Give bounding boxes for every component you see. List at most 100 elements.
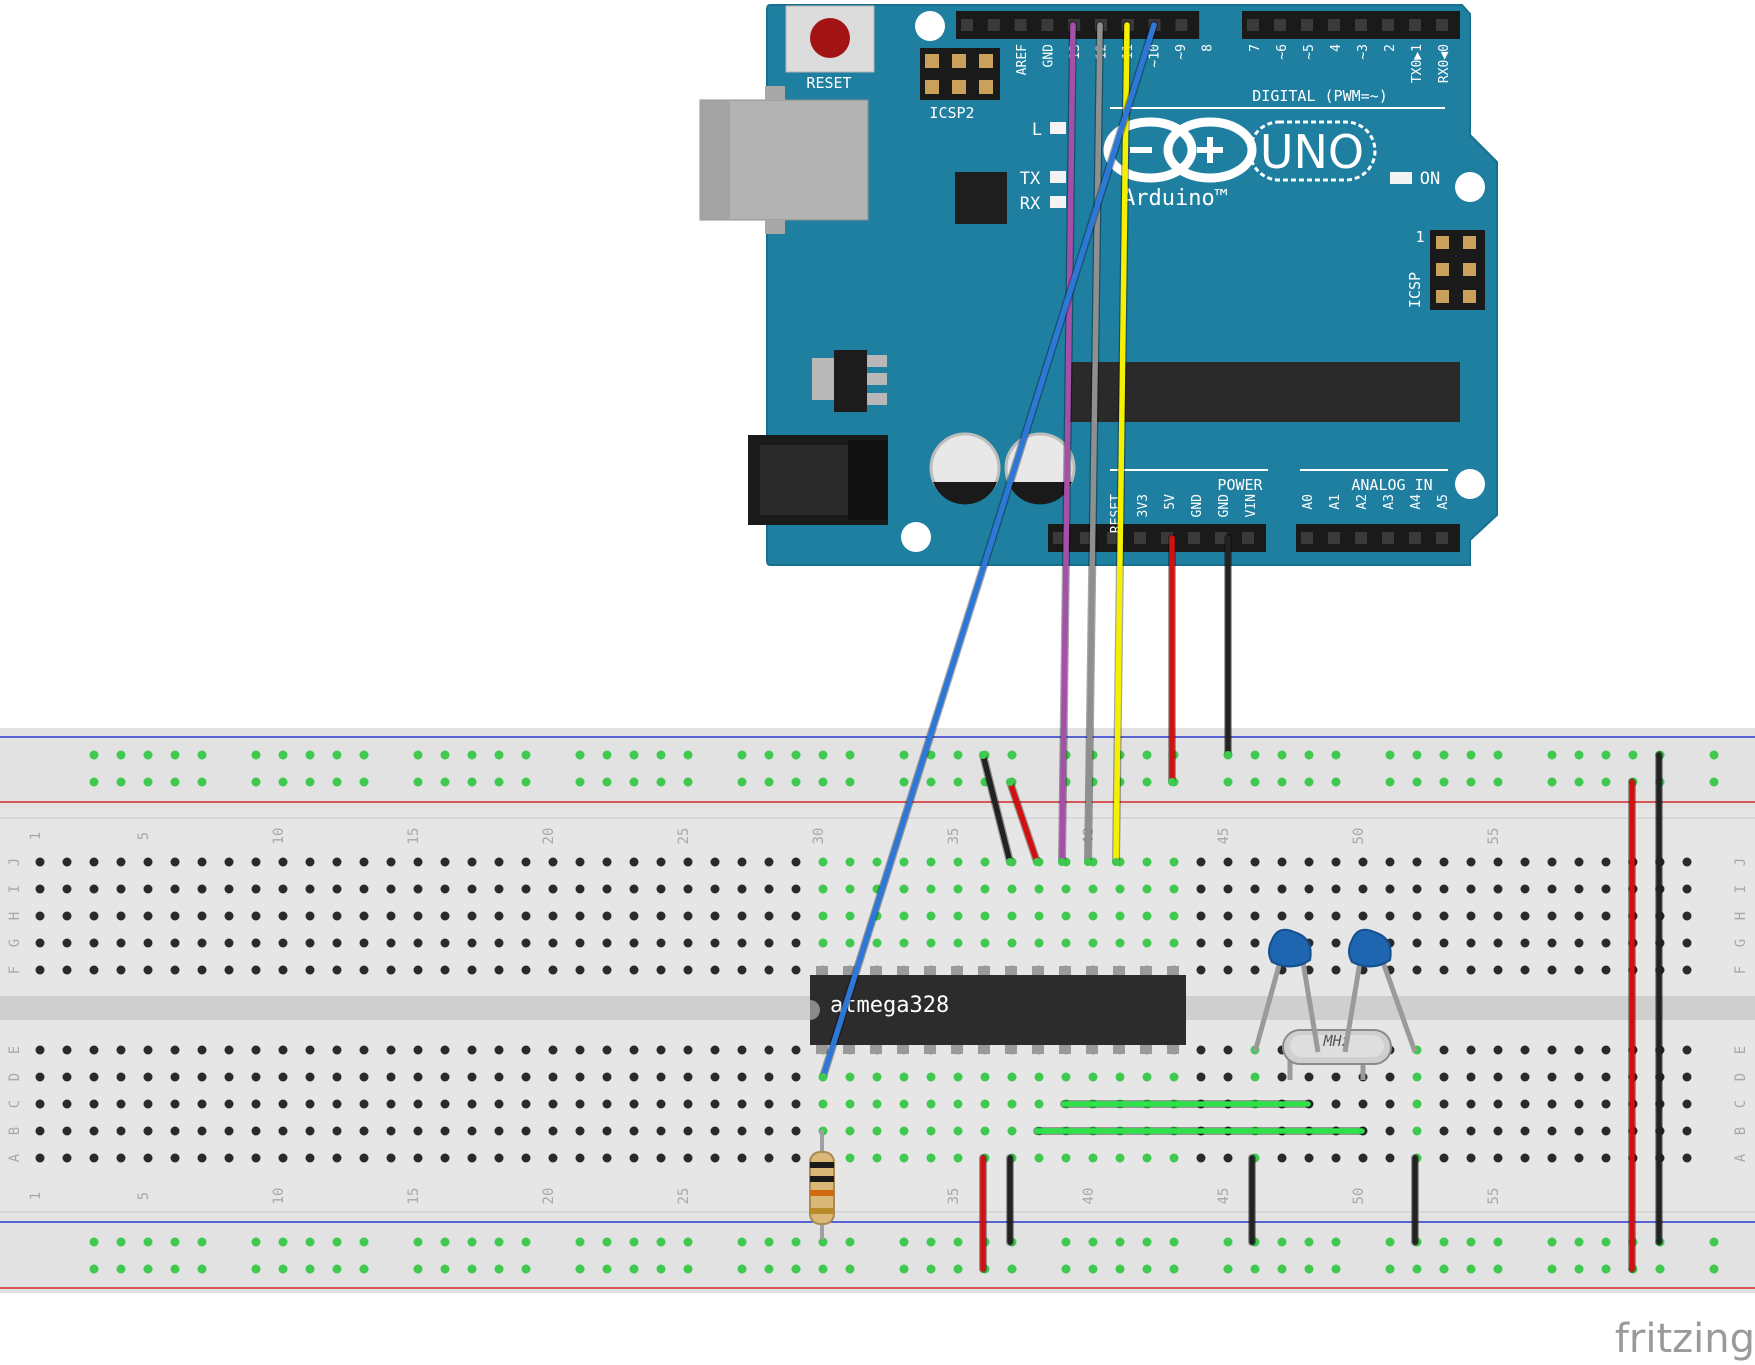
breadboard-hole [764,911,774,921]
breadboard-hole [764,884,774,894]
row-letter: A [1733,1153,1749,1162]
breadboard-hole [1196,857,1206,867]
breadboard-hole [359,1153,369,1163]
breadboard-hole [251,857,261,867]
breadboard-hole [629,1153,639,1163]
breadboard-hole [467,1045,477,1055]
breadboard-hole [1439,938,1449,948]
power-rail-hole [629,750,639,760]
breadboard-hole [1385,1072,1395,1082]
power-rail-hole [1142,1264,1152,1274]
breadboard-hole [1250,884,1260,894]
breadboard-hole [440,1126,450,1136]
breadboard-hole [278,1099,288,1109]
breadboard-hole [1574,938,1584,948]
power-rail-hole [1277,1264,1287,1274]
power-rail-hole [521,750,531,760]
wire-endpoint [1006,778,1014,786]
breadboard-hole [710,1072,720,1082]
breadboard-hole [494,1126,504,1136]
power-rail-hole [791,750,801,760]
wire-endpoint [1058,858,1066,866]
breadboard-hole [953,884,963,894]
header-pin [1188,532,1200,544]
breadboard-hole [1439,857,1449,867]
breadboard-hole [1169,1072,1179,1082]
pin-label: A1 [1328,494,1343,510]
breadboard-hole [143,1153,153,1163]
header-pin [1436,532,1448,544]
breadboard-hole [386,1072,396,1082]
wires [819,21,1663,1273]
breadboard-hole [1412,911,1422,921]
breadboard-hole [1439,1153,1449,1163]
power-rail-hole [1466,1264,1476,1274]
power-rail-hole [1331,777,1341,787]
breadboard-holes [35,750,1719,1274]
power-rail-hole [1412,777,1422,787]
breadboard-hole [197,1126,207,1136]
breadboard-hole [359,1099,369,1109]
breadboard-hole [116,1072,126,1082]
breadboard-hole [89,1153,99,1163]
breadboard-hole [359,857,369,867]
breadboard-hole [1034,911,1044,921]
breadboard-hole [1682,1072,1692,1082]
power-rail-hole [197,777,207,787]
breadboard-hole [440,911,450,921]
breadboard-hole [629,857,639,867]
breadboard-hole [656,1072,666,1082]
row-letter: A [7,1153,23,1162]
power-rail-hole [1493,1264,1503,1274]
power-rail-hole [737,1264,747,1274]
power-rail-hole [89,1264,99,1274]
breadboard-hole [1331,938,1341,948]
power-rail-hole [764,750,774,760]
breadboard-hole [1574,1045,1584,1055]
reset-button[interactable] [785,5,875,73]
breadboard-hole [143,857,153,867]
breadboard-hole [494,857,504,867]
breadboard-hole [278,1045,288,1055]
row-letter: D [1733,1073,1749,1081]
power-rail-hole [1223,1264,1233,1274]
breadboard-hole [278,938,288,948]
power-rail-hole [1331,750,1341,760]
breadboard-hole [575,857,585,867]
breadboard-hole [1412,1099,1422,1109]
breadboard-hole [467,938,477,948]
breadboard-hole [845,1126,855,1136]
breadboard-hole [89,938,99,948]
breadboard-hole [1169,884,1179,894]
column-number: 40 [1081,1188,1097,1205]
breadboard-hole [1682,884,1692,894]
breadboard-hole [845,1072,855,1082]
power-rail-hole [1547,1264,1557,1274]
breadboard-hole [386,911,396,921]
power-rail-hole [602,1264,612,1274]
icsp2-header [920,48,1000,100]
breadboard-hole [629,1126,639,1136]
wire-endpoint [1084,858,1092,866]
power-rail-hole [1385,1264,1395,1274]
breadboard-hole [737,1099,747,1109]
breadboard-hole [629,1072,639,1082]
breadboard-hole [656,911,666,921]
breadboard-hole [1520,911,1530,921]
power-rail-hole [629,777,639,787]
purple-wire [1059,22,1076,865]
power-rail-hole [926,1237,936,1247]
breadboard-hole [305,1126,315,1136]
breadboard-hole [1196,1072,1206,1082]
power-rail-hole [440,1264,450,1274]
breadboard-hole [1034,884,1044,894]
power-rail-hole [494,750,504,760]
breadboard-hole [170,938,180,948]
led-rx-label: RX [1020,194,1041,214]
breadboard-hole [440,1153,450,1163]
yellow-wire [1113,22,1130,865]
breadboard-hole [143,911,153,921]
breadboard-hole [1250,911,1260,921]
power-rail-hole [332,750,342,760]
breadboard-hole [737,911,747,921]
